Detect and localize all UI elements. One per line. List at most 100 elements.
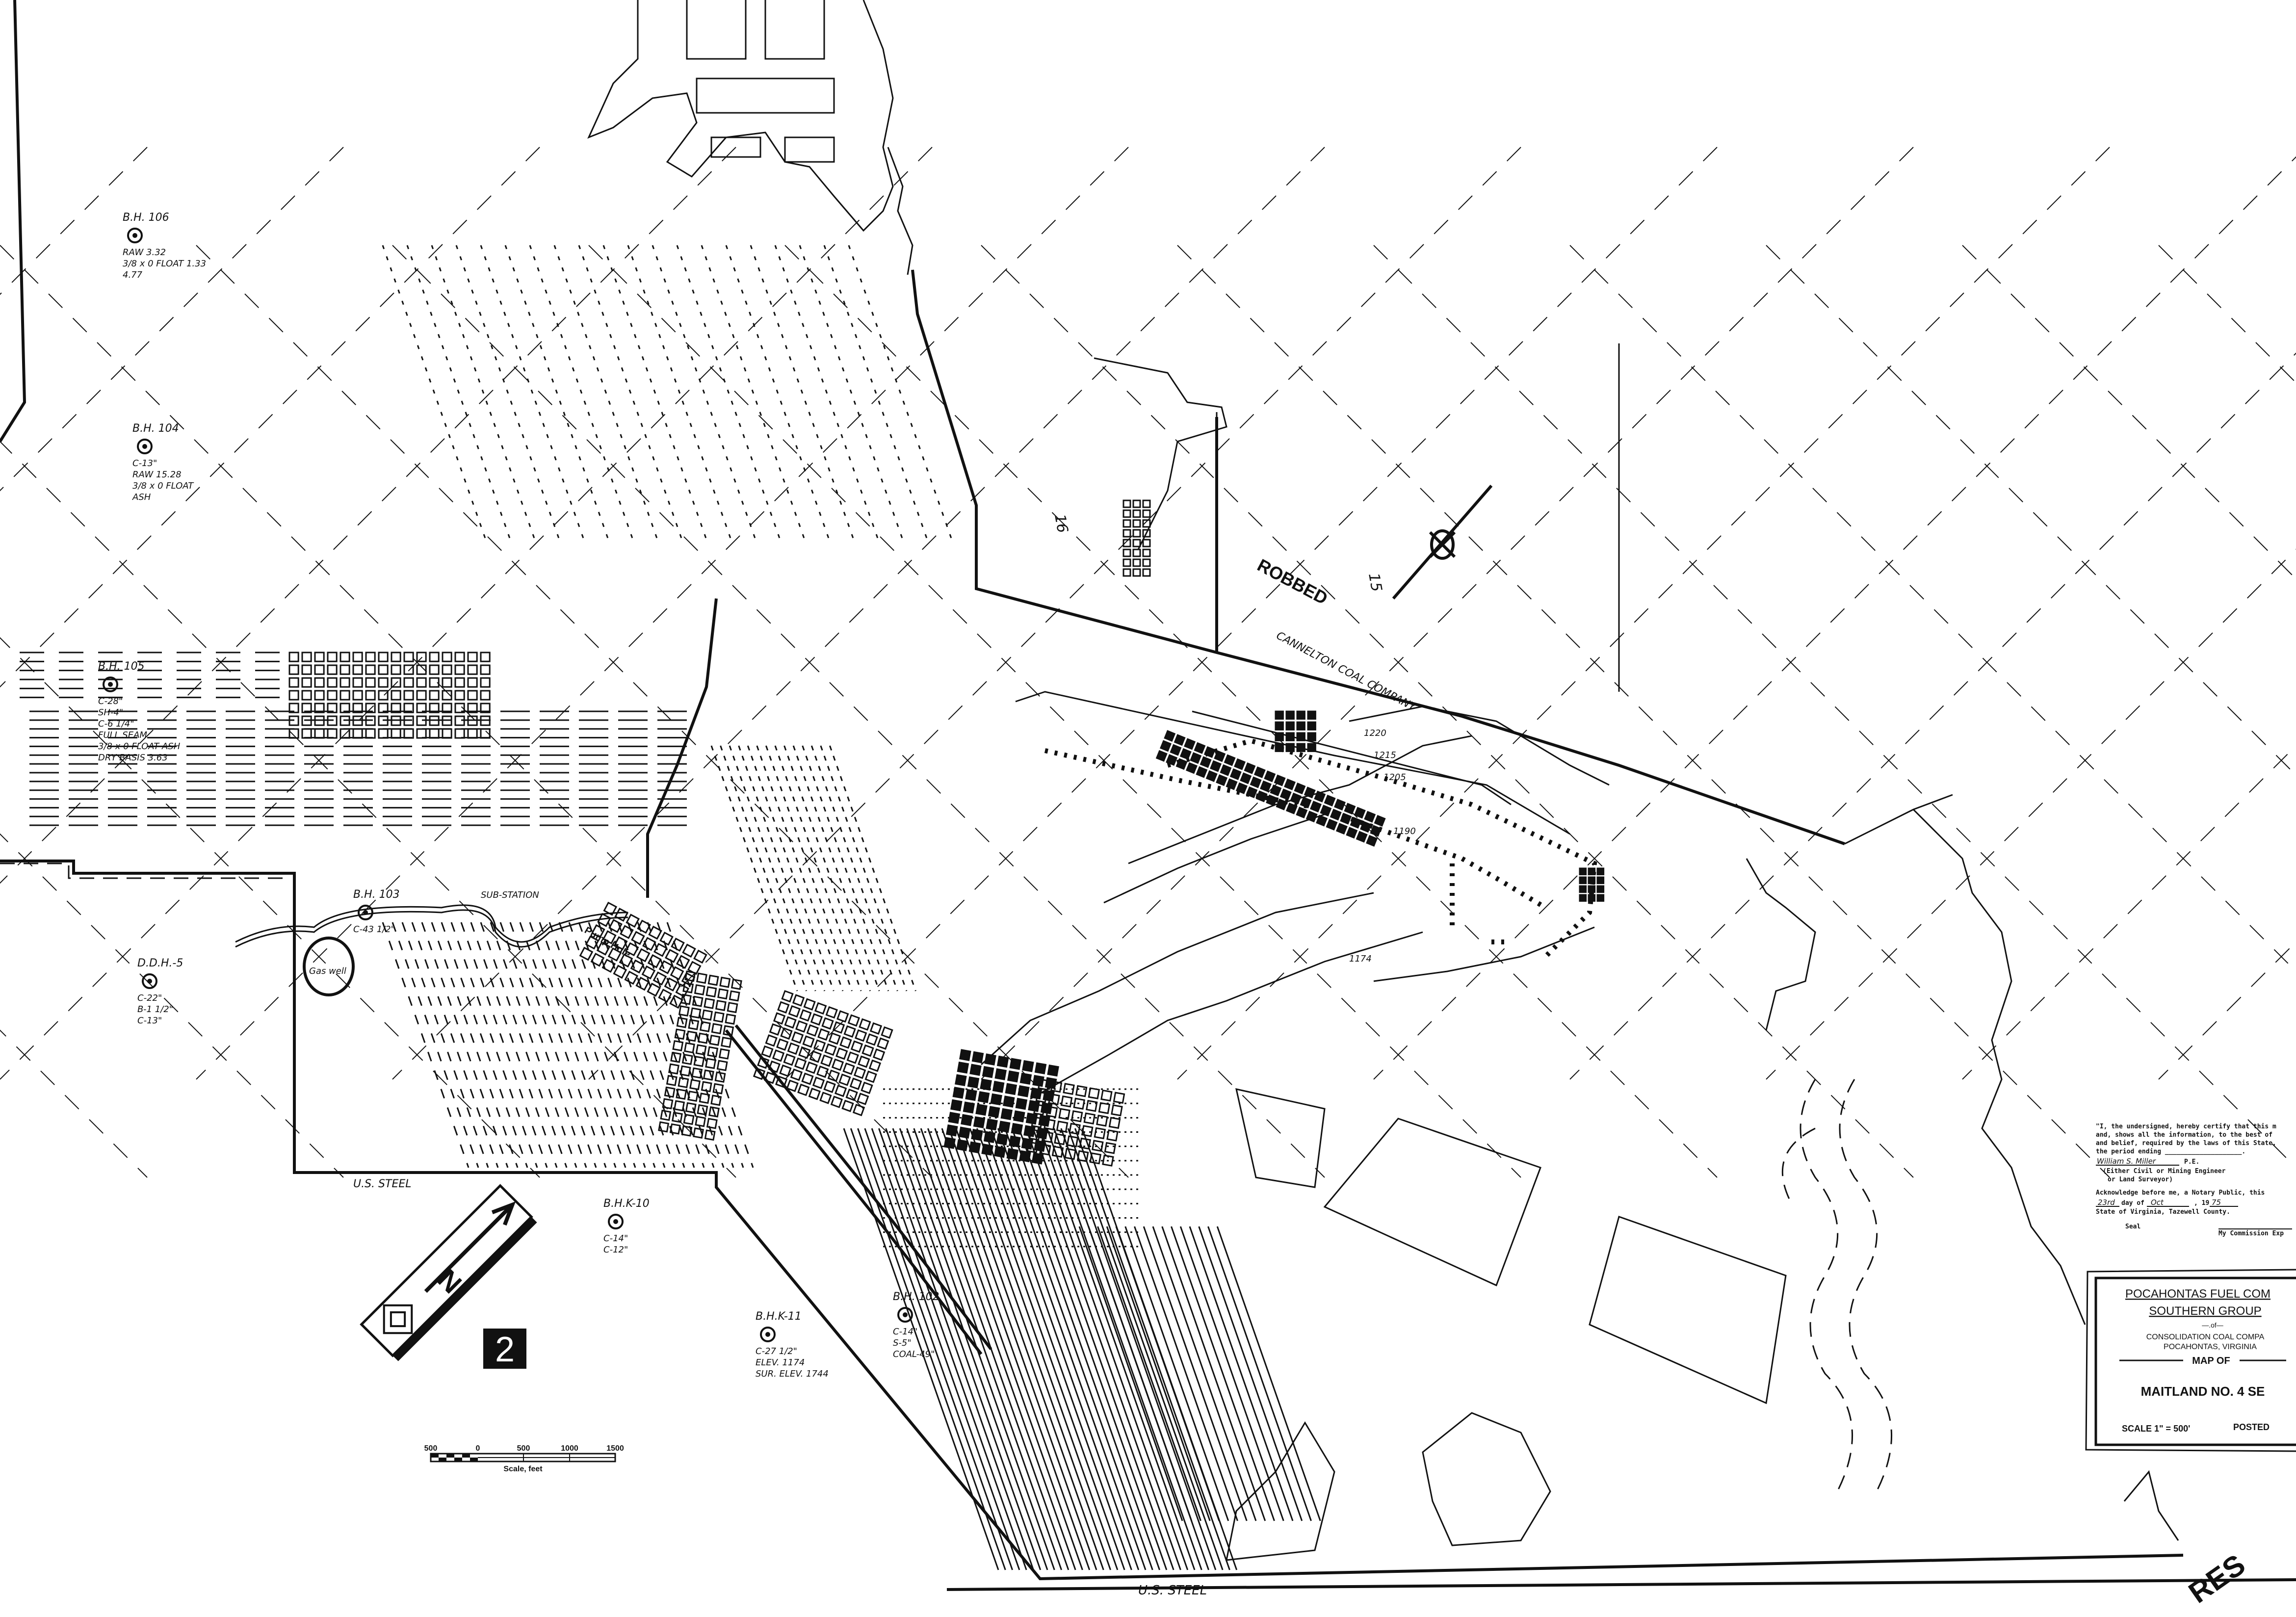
- pillar: [671, 1112, 683, 1123]
- pillar: [1032, 1074, 1044, 1087]
- pillar: [1142, 509, 1151, 518]
- pillar: [391, 677, 401, 688]
- pillar: [1069, 1122, 1081, 1135]
- pillar: [998, 1121, 1011, 1133]
- pillar: [1045, 1105, 1058, 1118]
- pillar: [982, 1066, 994, 1078]
- borehole-note: SH-4": [98, 707, 123, 718]
- scale-tick-label: 1500: [606, 1444, 624, 1453]
- pillar: [854, 1029, 867, 1042]
- pillar: [327, 664, 338, 675]
- pillar-block-area: [658, 970, 742, 1141]
- pillar: [695, 1044, 707, 1056]
- pillar: [429, 664, 440, 675]
- pillar: [1106, 1129, 1119, 1142]
- sheet-number-text: 2: [495, 1330, 515, 1369]
- engineer-suffix: P.E.: [2184, 1158, 2199, 1166]
- pillar: [403, 728, 414, 739]
- borehole-note: S-5": [893, 1338, 912, 1348]
- pillar: [965, 1089, 977, 1101]
- pillar: [1296, 721, 1305, 730]
- pillar: [327, 652, 338, 662]
- contour-label-1205: 1205: [1383, 772, 1406, 782]
- borehole: D.D.H.-5C-22"B-1 1/2"C-13": [137, 957, 183, 1026]
- pillar: [327, 728, 338, 739]
- pillar: [801, 1072, 814, 1085]
- pillar: [689, 1079, 701, 1091]
- pillar: [1142, 558, 1151, 567]
- sub-station-label: SUB-STATION: [481, 890, 539, 900]
- pillar: [416, 703, 427, 713]
- pillar: [301, 664, 312, 675]
- pillar: [288, 652, 299, 662]
- pillar: [1588, 894, 1596, 902]
- pillar: [1344, 803, 1356, 815]
- pillar: [777, 1001, 790, 1014]
- pillar: [672, 1040, 684, 1052]
- pillar: [858, 1055, 870, 1068]
- pillar: [849, 1077, 862, 1090]
- pillar: [869, 1022, 883, 1035]
- cert-line: "I, the undersigned, hereby certify that…: [2096, 1123, 2276, 1130]
- notary-month: Oct: [2151, 1198, 2164, 1207]
- pillar: [429, 703, 440, 713]
- pillar: [327, 677, 338, 688]
- grid-line: [0, 147, 344, 492]
- pillar: [961, 1114, 973, 1126]
- pillar: [1285, 721, 1295, 730]
- borehole-note: C-12": [603, 1245, 628, 1255]
- pillar: [1334, 799, 1346, 811]
- pillar: [301, 728, 312, 739]
- borehole-name: B.H. 105: [98, 660, 145, 673]
- pillar: [314, 703, 325, 713]
- pillar: [684, 970, 696, 982]
- borehole-icon: [142, 973, 157, 989]
- pillar: [579, 946, 594, 961]
- pillar: [378, 690, 389, 701]
- pillar: [1220, 764, 1232, 776]
- pillar: [814, 1002, 827, 1015]
- pillar: [613, 965, 627, 979]
- tract-15-label: 15: [1365, 572, 1385, 593]
- scale-segment: [470, 1458, 478, 1461]
- pillar: [1184, 738, 1196, 750]
- pillar: [996, 1055, 1009, 1068]
- pillar: [614, 908, 629, 922]
- pillar: [799, 1009, 812, 1022]
- pillar: [352, 677, 363, 688]
- borehole-name: D.D.H.-5: [137, 957, 183, 969]
- pillar: [1164, 730, 1176, 742]
- pillar: [1307, 732, 1316, 741]
- pillar: [416, 652, 427, 662]
- pillar: [365, 690, 376, 701]
- pillar: [992, 1081, 1005, 1093]
- pillar: [1028, 1100, 1040, 1112]
- pillar: [812, 1076, 825, 1089]
- pillar: [1005, 1083, 1018, 1095]
- borehole-note: C-14": [893, 1327, 917, 1337]
- pillar: [454, 728, 465, 739]
- pillar: [946, 1124, 958, 1137]
- hatched-workings: [382, 922, 754, 1168]
- pillar: [787, 1042, 800, 1055]
- pillar: [707, 974, 719, 986]
- pillar: [1579, 894, 1587, 902]
- us-steel-label-south: U.S. STEEL: [1138, 1583, 1207, 1598]
- pillar: [1279, 788, 1292, 801]
- pillar: [647, 983, 661, 997]
- pillar: [1000, 1108, 1013, 1121]
- pillar: [1240, 772, 1252, 784]
- pillar: [480, 703, 491, 713]
- pillar: [429, 728, 440, 739]
- title-posted: POSTED: [2233, 1422, 2270, 1432]
- pillar: [454, 677, 465, 688]
- pillar-block-area: [1155, 730, 1386, 847]
- pillar: [1250, 776, 1262, 788]
- pillar: [717, 988, 729, 1000]
- pillar: [1185, 762, 1198, 774]
- compass-rose-icon: [383, 1304, 413, 1334]
- pillar: [784, 1016, 797, 1029]
- pillar: [845, 1089, 858, 1101]
